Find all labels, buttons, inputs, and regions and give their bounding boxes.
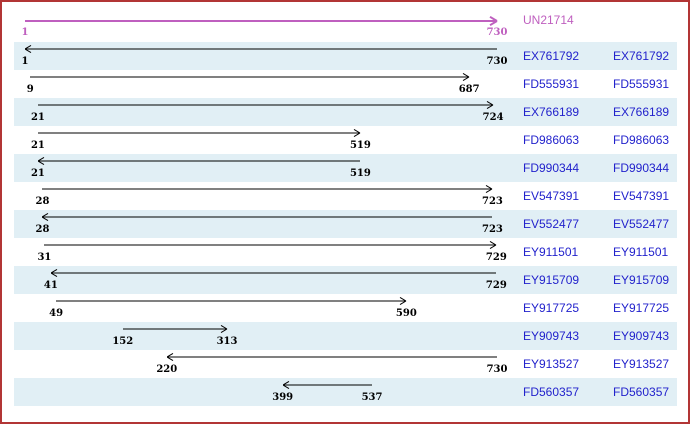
alignment-end-coordinate: 519 — [349, 168, 371, 179]
alignment-row-stripe — [14, 98, 677, 126]
alignment-start-coordinate: 41 — [43, 280, 58, 291]
alignment-arrow — [30, 71, 470, 83]
accession-link-secondary[interactable]: FD560357 — [613, 385, 670, 399]
accession-link-secondary[interactable]: EY911501 — [613, 245, 669, 259]
accession-link[interactable]: FD555931 — [523, 77, 580, 91]
alignment-arrow — [166, 351, 498, 363]
alignment-start-coordinate: 28 — [35, 196, 50, 207]
alignment-end-coordinate: 313 — [216, 336, 238, 347]
accession-link-secondary[interactable]: EY913527 — [613, 357, 670, 371]
alignment-start-coordinate: 21 — [30, 112, 45, 123]
alignment-end-coordinate: 724 — [482, 112, 504, 123]
reference-end-coordinate: 730 — [486, 27, 508, 38]
alignment-row-stripe — [14, 322, 677, 350]
accession-link[interactable]: EY915709 — [523, 273, 580, 287]
alignment-arrow — [122, 323, 228, 335]
alignment-row-stripe — [14, 42, 677, 70]
accession-link-secondary[interactable]: EY915709 — [613, 273, 670, 287]
accession-link-secondary[interactable]: EV547391 — [613, 189, 670, 203]
alignment-start-coordinate: 28 — [35, 224, 50, 235]
alignment-end-coordinate: 730 — [486, 56, 508, 67]
alignment-end-coordinate: 730 — [486, 364, 508, 375]
alignment-row-stripe — [14, 210, 677, 238]
alignment-start-coordinate: 49 — [49, 308, 64, 319]
accession-link[interactable]: EY917725 — [523, 301, 580, 315]
reference-start-coordinate: 1 — [21, 27, 29, 38]
accession-link-secondary[interactable]: FD555931 — [613, 77, 670, 91]
accession-link-secondary[interactable]: EV552477 — [613, 217, 670, 231]
alignment-arrow — [37, 155, 361, 167]
accession-link[interactable]: EV552477 — [523, 217, 580, 231]
alignment-start-coordinate: 399 — [272, 392, 294, 403]
accession-link[interactable]: EY913527 — [523, 357, 580, 371]
alignment-arrow — [37, 127, 361, 139]
alignment-arrow — [25, 43, 498, 55]
reference-arrow — [25, 15, 498, 27]
accession-link-secondary[interactable]: EX766189 — [613, 105, 670, 119]
alignment-end-coordinate: 687 — [458, 84, 480, 95]
reference-accession[interactable]: UN21714 — [523, 13, 574, 27]
alignment-end-coordinate: 729 — [485, 252, 507, 263]
alignment-end-coordinate: 723 — [482, 196, 503, 207]
accession-link[interactable]: EX766189 — [523, 105, 580, 119]
alignment-end-coordinate: 519 — [349, 140, 371, 151]
accession-link-secondary[interactable]: EY917725 — [613, 301, 670, 315]
accession-link-secondary[interactable]: FD990344 — [613, 161, 670, 175]
accession-link[interactable]: FD560357 — [523, 385, 580, 399]
accession-link[interactable]: FD990344 — [523, 161, 580, 175]
alignment-arrow — [37, 99, 494, 111]
alignment-row-stripe — [14, 266, 677, 294]
accession-link-secondary[interactable]: EX761792 — [613, 49, 670, 63]
accession-link[interactable]: EV547391 — [523, 189, 580, 203]
alignment-arrow — [50, 267, 497, 279]
alignment-start-coordinate: 9 — [26, 84, 34, 95]
alignment-end-coordinate: 590 — [395, 308, 417, 319]
alignment-arrow — [282, 379, 373, 391]
alignment-arrow — [42, 211, 493, 223]
alignment-arrow — [42, 183, 493, 195]
alignment-start-coordinate: 21 — [30, 140, 45, 151]
alignment-arrow — [56, 295, 407, 307]
alignment-end-coordinate: 723 — [482, 224, 503, 235]
alignment-start-coordinate: 31 — [37, 252, 52, 263]
accession-link[interactable]: EX761792 — [523, 49, 580, 63]
accession-link[interactable]: EY911501 — [523, 245, 579, 259]
alignment-start-coordinate: 21 — [30, 168, 45, 179]
alignment-row-stripe — [14, 154, 677, 182]
alignment-start-coordinate: 220 — [156, 364, 178, 375]
accession-link-secondary[interactable]: EY909743 — [613, 329, 670, 343]
alignment-start-coordinate: 152 — [112, 336, 134, 347]
reference-row: 1 730 UN21714 — [2, 2, 688, 40]
accession-link-secondary[interactable]: FD986063 — [613, 133, 670, 147]
alignment-arrow — [44, 239, 497, 251]
accession-link[interactable]: EY909743 — [523, 329, 580, 343]
accession-link[interactable]: FD986063 — [523, 133, 580, 147]
alignment-end-coordinate: 729 — [485, 280, 507, 291]
alignment-row-stripe — [14, 378, 677, 406]
alignment-end-coordinate: 537 — [361, 392, 383, 403]
alignment-start-coordinate: 1 — [21, 56, 29, 67]
